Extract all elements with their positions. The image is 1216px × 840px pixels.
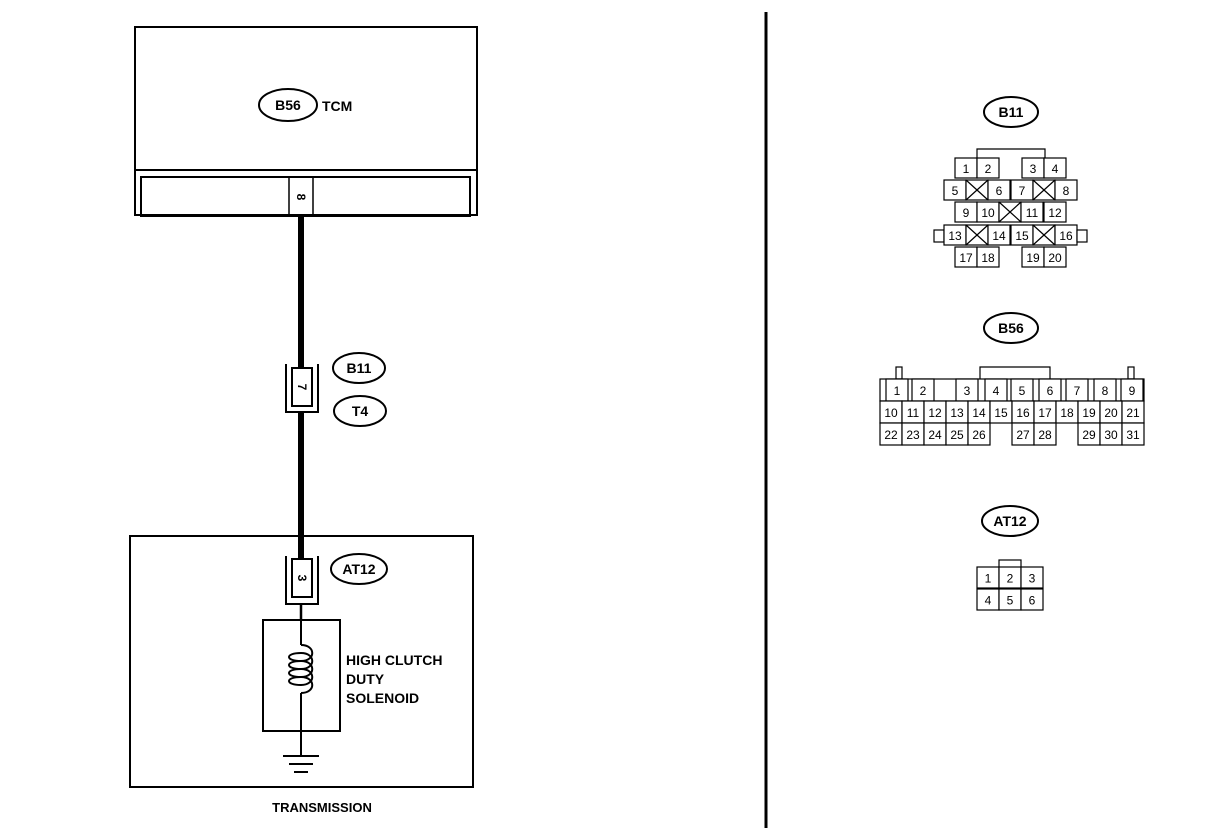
pin-number: 28 [1038, 428, 1052, 442]
t4-code: T4 [352, 403, 369, 419]
pin-number: 20 [1048, 251, 1062, 265]
pin-cell [1043, 246, 1067, 268]
pin-number: 11 [1026, 206, 1039, 220]
at12-view-code: AT12 [993, 513, 1026, 529]
pin-number: 4 [1052, 162, 1059, 176]
pin-number: 5 [952, 184, 959, 198]
pin-number: 3 [1029, 572, 1036, 586]
pin-number: 14 [972, 406, 986, 420]
pin-cell [967, 422, 991, 446]
pin-number: 10 [884, 406, 898, 420]
pin-number: 5 [1007, 594, 1014, 608]
pin-number: 19 [1026, 251, 1040, 265]
pin-number: 5 [1019, 384, 1026, 398]
pin-cell [1043, 201, 1067, 223]
pin-number: 2 [1007, 572, 1014, 586]
pin-cell [1043, 157, 1067, 179]
pin-number: 6 [996, 184, 1003, 198]
solenoid-label-line2: DUTY [346, 671, 385, 687]
pin-number: 9 [1129, 384, 1136, 398]
pin-cell [1020, 566, 1044, 589]
tcm-pin-label: 8 [294, 194, 308, 201]
at12-connector-view: AT12 1 2 3 4 5 6 [976, 505, 1044, 611]
pin-number: 24 [928, 428, 942, 442]
pin-number: 9 [963, 206, 970, 220]
pin-number: 3 [1030, 162, 1037, 176]
tcm-unit: 8 B56 TCM [134, 26, 478, 217]
transmission-caption: TRANSMISSION [272, 800, 372, 815]
pin-number: 13 [950, 406, 964, 420]
pin-number: 4 [993, 384, 1000, 398]
solenoid-label-line3: SOLENOID [346, 690, 419, 706]
pin-number: 2 [920, 384, 927, 398]
pin-number: 16 [1016, 406, 1030, 420]
pin-number: 3 [964, 384, 971, 398]
b11-view-code: B11 [999, 104, 1024, 120]
pin-cell [976, 246, 1000, 268]
pin-number: 14 [992, 229, 1006, 243]
pin-number: 18 [981, 251, 995, 265]
pin-number: 16 [1059, 229, 1073, 243]
pin-number: 1 [894, 384, 901, 398]
tcm-connector-code: B56 [275, 97, 301, 113]
pin-cell [1020, 588, 1044, 611]
transmission-unit: 3 AT12 HIGH CLUTCH DUTY SOLENOID [129, 535, 474, 788]
pin-number: 31 [1126, 428, 1140, 442]
pin-number: 2 [985, 162, 992, 176]
pin-number: 18 [1060, 406, 1074, 420]
pin-number: 11 [907, 406, 920, 420]
pin-number: 17 [1038, 406, 1052, 420]
inline-pin-label: 7 [295, 384, 309, 391]
b11-oval [332, 352, 386, 384]
pin-number: 15 [994, 406, 1008, 420]
pin-cell [1054, 179, 1078, 201]
pin-number: 25 [950, 428, 964, 442]
solenoid-coil-icon [288, 644, 314, 694]
pin-number: 6 [1047, 384, 1054, 398]
pin-number: 27 [1016, 428, 1030, 442]
t4-oval [333, 395, 387, 427]
at12-code: AT12 [342, 561, 375, 577]
pin-number: 1 [985, 572, 992, 586]
pin-cell [1121, 422, 1145, 446]
pin-number: 26 [972, 428, 986, 442]
pin-number: 8 [1063, 184, 1070, 198]
pin-number: 30 [1104, 428, 1118, 442]
pin-number: 7 [1074, 384, 1081, 398]
pin-number: 17 [959, 251, 973, 265]
pin-number: 29 [1082, 428, 1096, 442]
pin-cell [987, 179, 1011, 201]
at12-oval [330, 553, 388, 585]
pin-number: 22 [884, 428, 898, 442]
pin-number: 8 [1102, 384, 1109, 398]
pin-number: 12 [928, 406, 942, 420]
pin-number: 1 [963, 162, 970, 176]
pin-number: 15 [1015, 229, 1029, 243]
pin-number: 19 [1082, 406, 1096, 420]
pin-number: 6 [1029, 594, 1036, 608]
tcm-connector-oval [258, 88, 318, 122]
tcm-label: TCM [322, 98, 352, 114]
pin-number: 4 [985, 594, 992, 608]
pin-number: 21 [1126, 406, 1140, 420]
pin-cell [1033, 422, 1057, 446]
b56-view-code: B56 [998, 320, 1024, 336]
pin-number: 12 [1048, 206, 1062, 220]
pin-number: 20 [1104, 406, 1118, 420]
inline-connector: 7 B11 T4 [285, 352, 387, 427]
pin-number: 23 [906, 428, 920, 442]
pin-number: 13 [948, 229, 962, 243]
pin-number: 7 [1019, 184, 1026, 198]
pin-cell [1020, 201, 1044, 223]
ground-icon [283, 755, 319, 773]
pin-number: 10 [981, 206, 995, 220]
b11-code: B11 [347, 360, 372, 376]
pin-cell [987, 224, 1011, 246]
pin-cell [976, 157, 1000, 179]
at12-pin-label: 3 [295, 575, 309, 582]
solenoid-label-line1: HIGH CLUTCH [346, 652, 442, 668]
